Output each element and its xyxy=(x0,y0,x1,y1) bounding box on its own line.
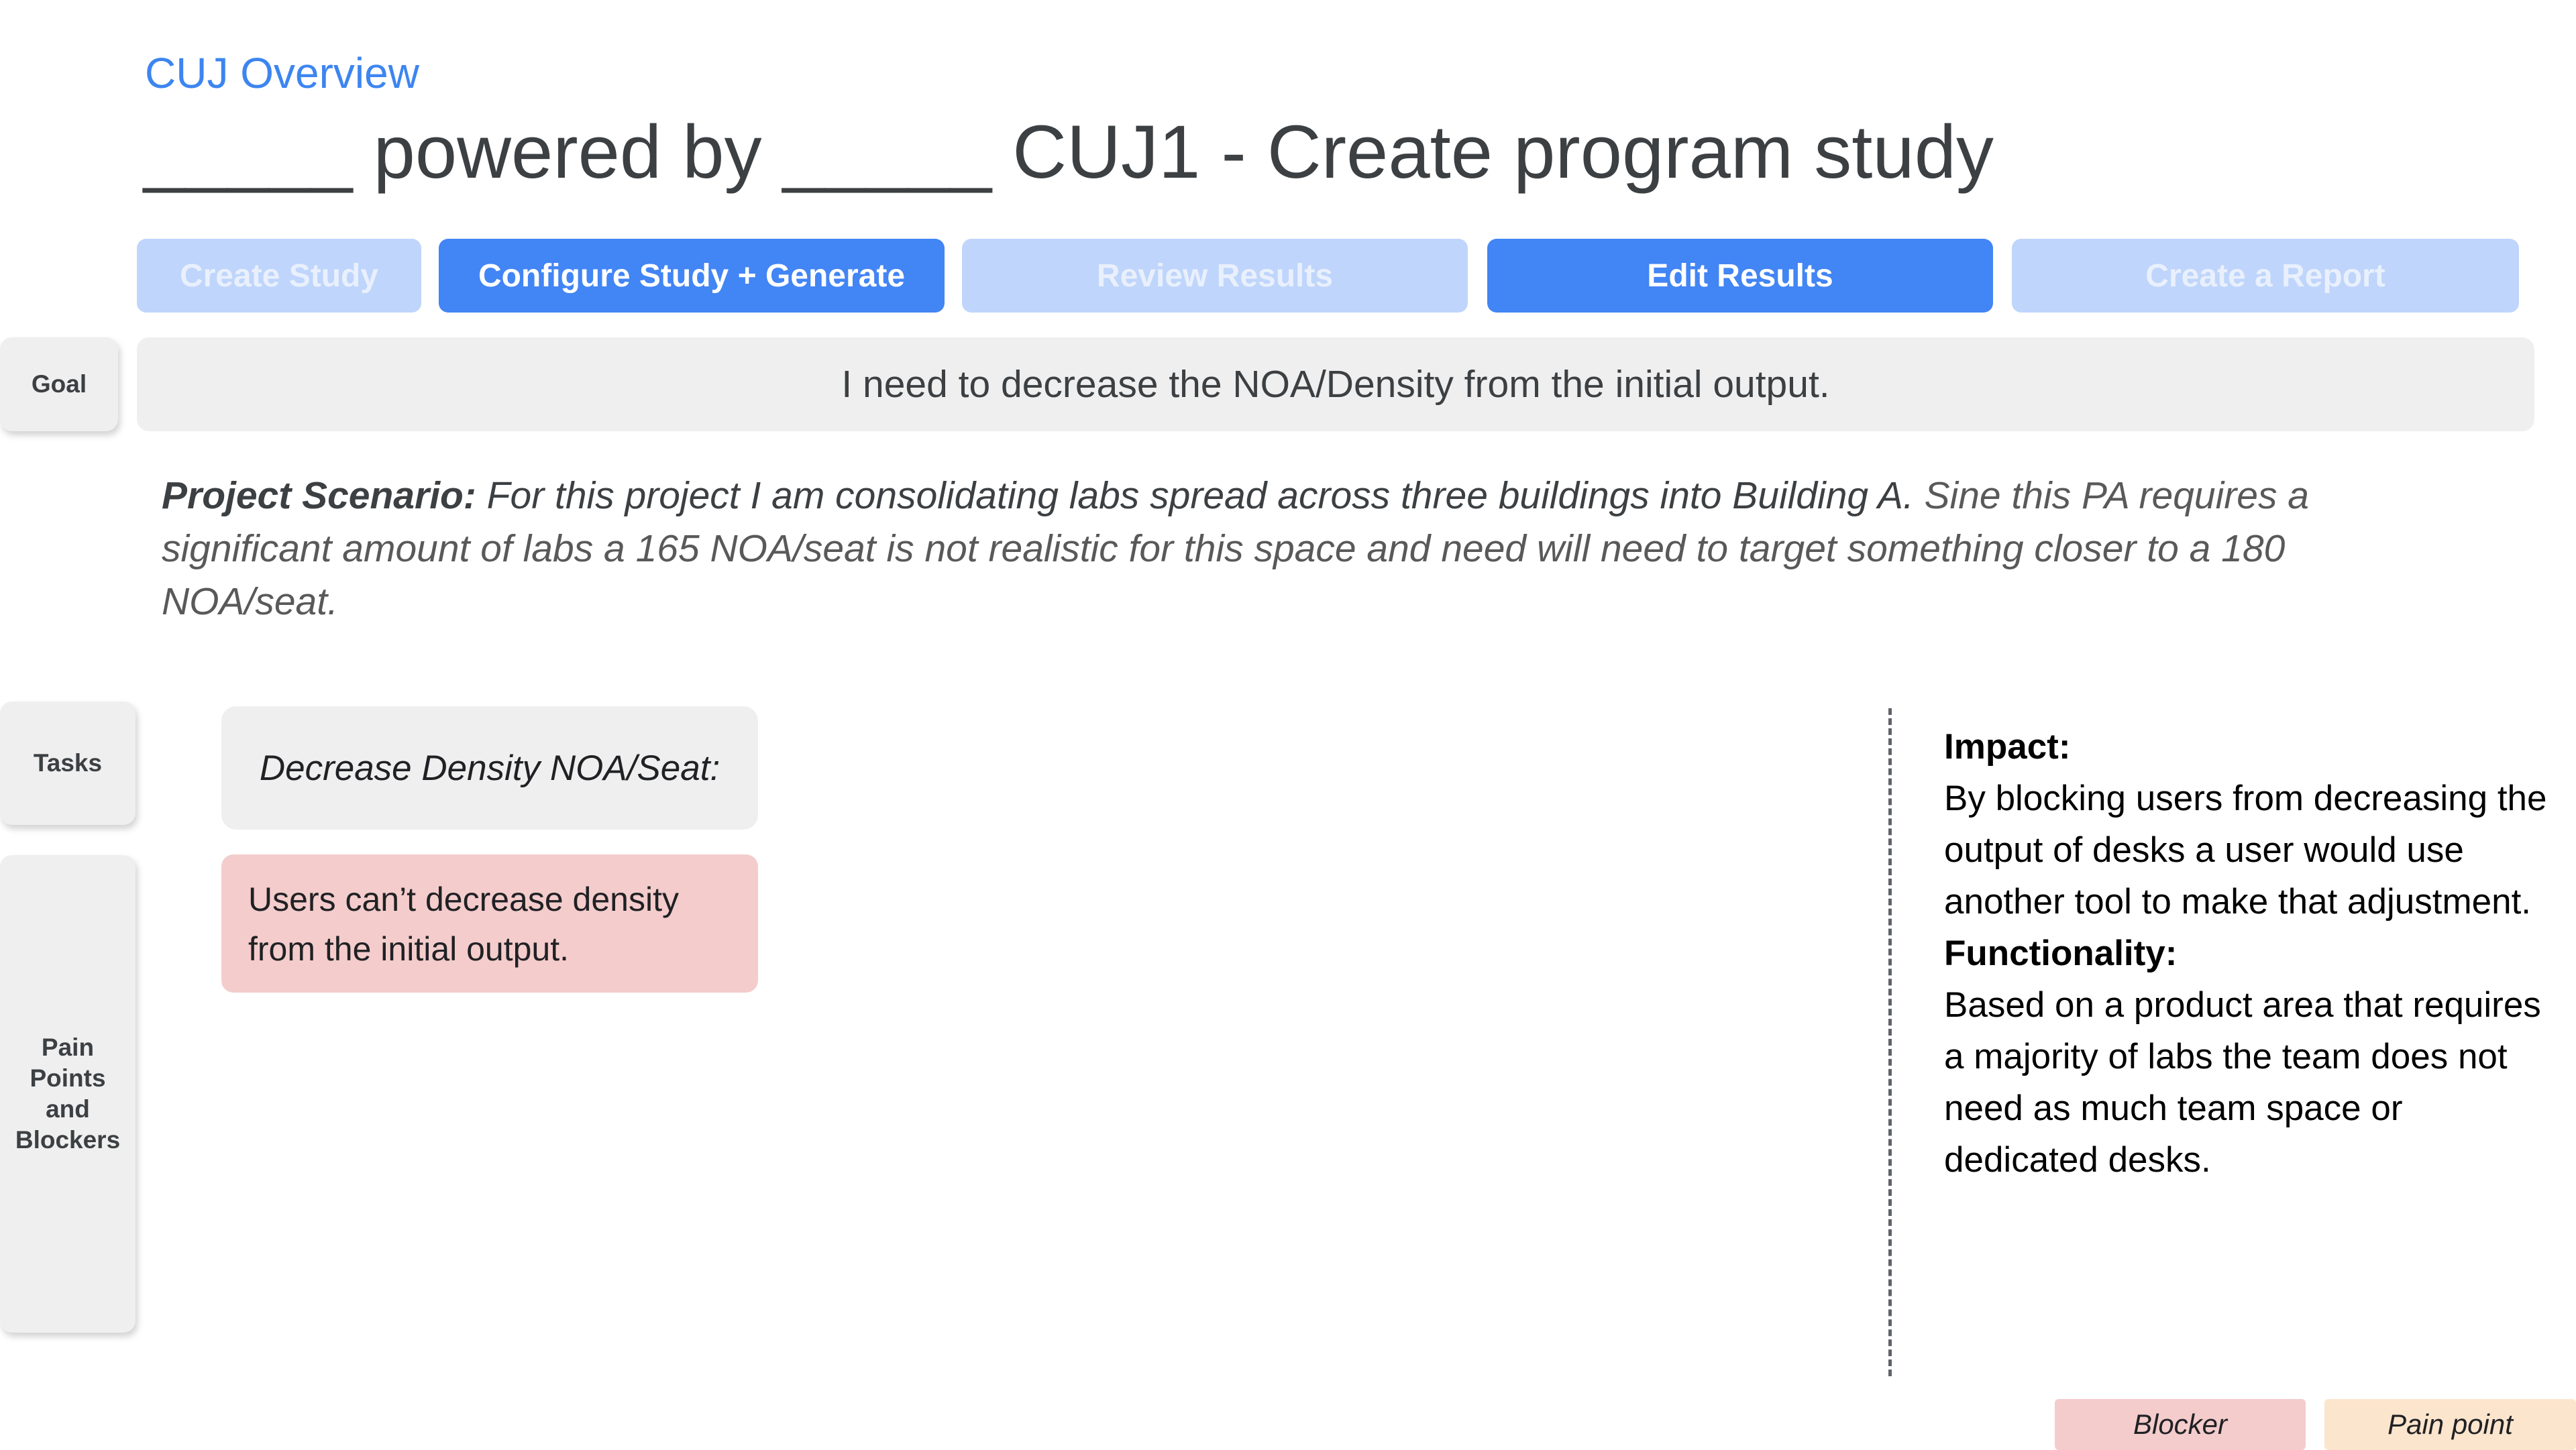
notes-panel: Impact: By blocking users from decreasin… xyxy=(1944,721,2561,1186)
blocker-card: Users can’t decrease density from the in… xyxy=(221,854,758,993)
goal-box: I need to decrease the NOA/Density from … xyxy=(137,337,2534,431)
task-card: Decrease Density NOA/Seat: xyxy=(221,706,758,830)
impact-heading: Impact: xyxy=(1944,727,2071,767)
pain-points-label: Pain Points and Blockers xyxy=(0,855,136,1333)
pain-label-line: Pain xyxy=(41,1034,95,1061)
pain-label-line: Blockers xyxy=(15,1126,121,1154)
scenario-lead: Project Scenario: xyxy=(162,474,476,517)
step-create-study[interactable]: Create Study xyxy=(137,239,421,313)
step-create-report[interactable]: Create a Report xyxy=(2012,239,2519,313)
functionality-heading: Functionality: xyxy=(1944,934,2178,973)
tasks-label: Tasks xyxy=(0,702,136,825)
legend-blocker: Blocker xyxy=(2055,1399,2306,1450)
dashed-divider xyxy=(1888,708,1892,1376)
scenario-detail: Sine this PA requires a significant amou… xyxy=(162,474,2309,623)
project-scenario: Project Scenario: For this project I am … xyxy=(162,469,2456,628)
pain-label-line: and xyxy=(46,1095,90,1123)
legend-pain-point: Pain point xyxy=(2324,1399,2576,1450)
step-review-results[interactable]: Review Results xyxy=(962,239,1468,313)
functionality-body: Based on a product area that requires a … xyxy=(1944,985,2541,1180)
step-edit-results[interactable]: Edit Results xyxy=(1487,239,1993,313)
pain-label-line: Points xyxy=(30,1064,106,1092)
scenario-intro: For this project I am consolidating labs… xyxy=(476,474,1914,517)
impact-body: By blocking users from decreasing the ou… xyxy=(1944,779,2547,922)
step-configure-study[interactable]: Configure Study + Generate xyxy=(439,239,945,313)
overline: CUJ Overview xyxy=(145,49,419,97)
goal-label: Goal xyxy=(0,337,118,431)
page-title: _____ powered by _____ CUJ1 - Create pro… xyxy=(144,110,1994,194)
